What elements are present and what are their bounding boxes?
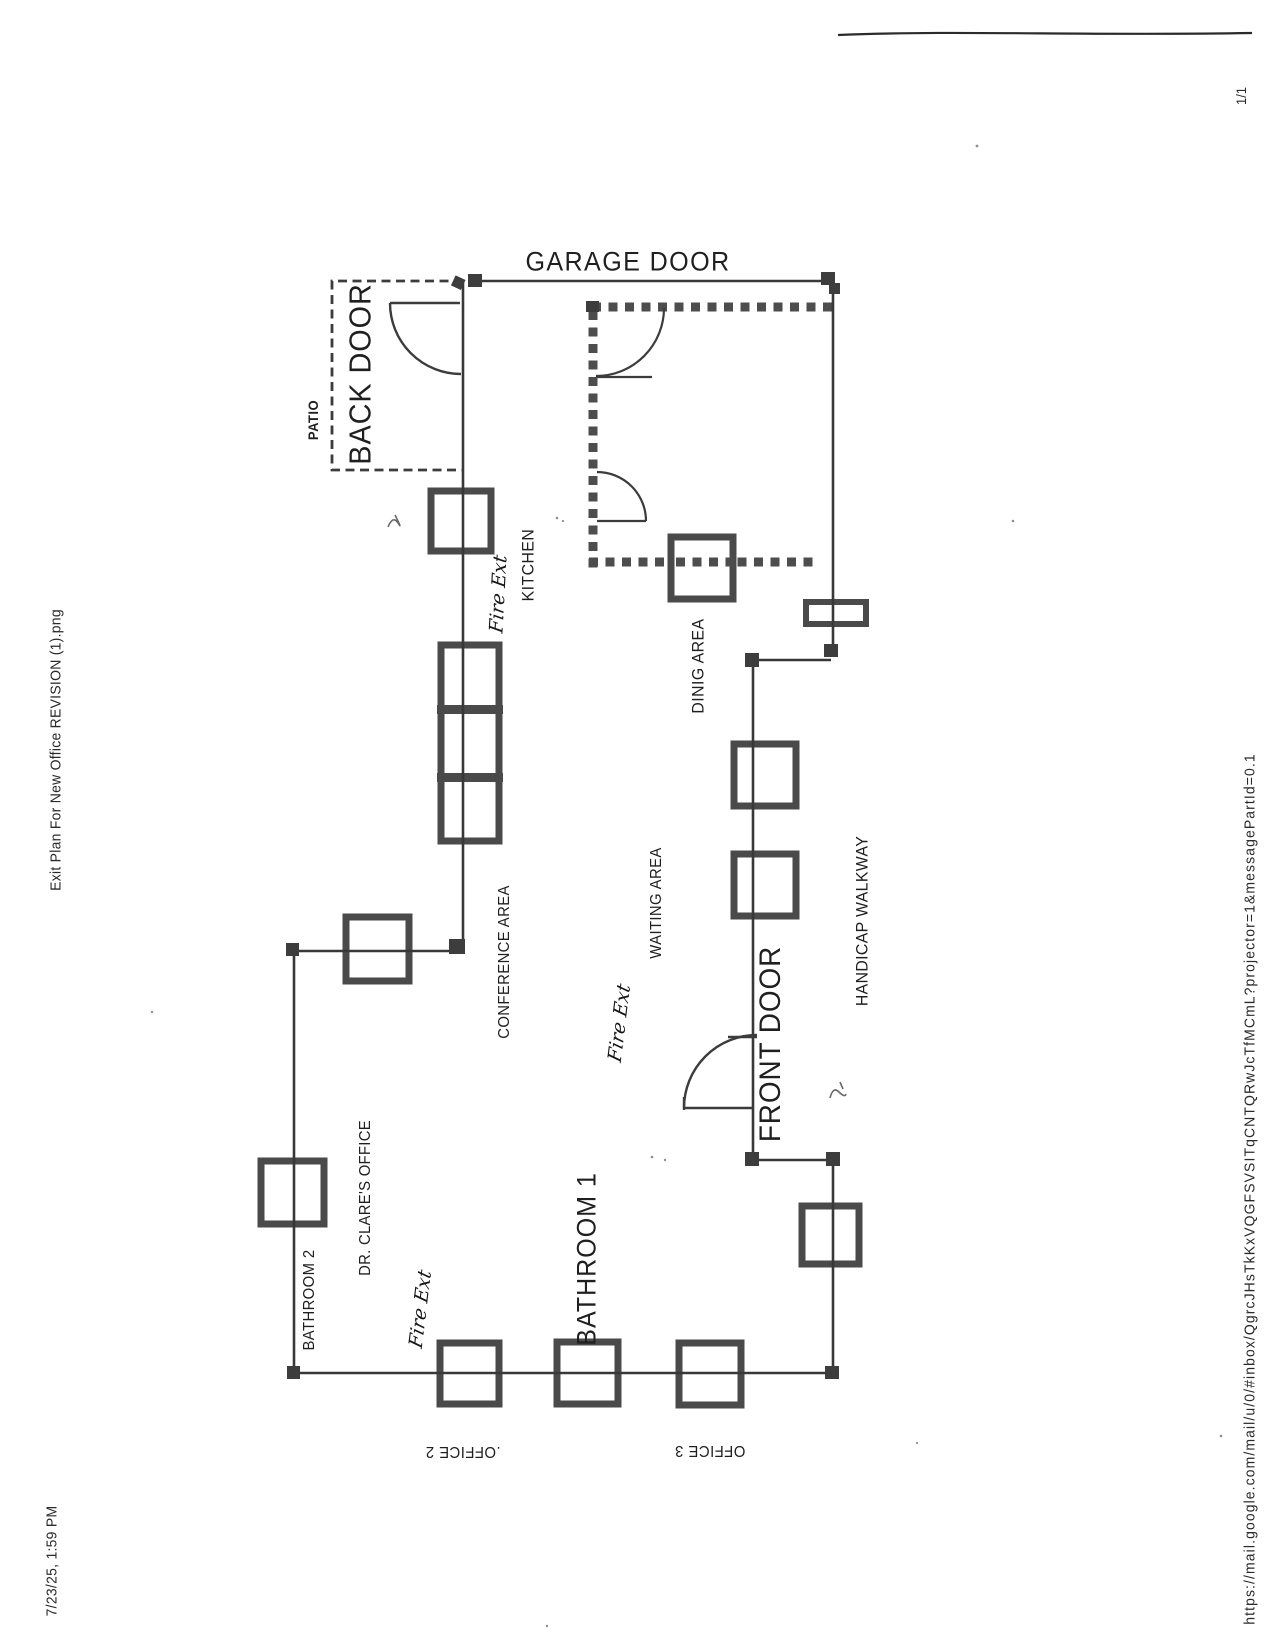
label-waiting-area: WAITING AREA [648, 847, 665, 959]
label-kitchen: KITCHEN [518, 528, 538, 602]
print-header-filename: Exit Plan For New Office REVISION (1).pn… [47, 609, 65, 891]
label-patio: PATIO [305, 399, 321, 441]
patio-dashed-wall [330, 279, 463, 472]
dining-pass-box [667, 533, 737, 603]
label-office-3: OFFICE 3 [674, 1442, 746, 1459]
label-office-2: .OFFICE 2 [425, 1443, 501, 1460]
label-dr-clares-office: DR. CLARE'S OFFICE [357, 1120, 374, 1276]
conference-door-box [342, 913, 413, 985]
scan-artifact-line [837, 31, 1253, 37]
label-conference-area: CONFERENCE AREA [496, 885, 513, 1039]
label-bathroom-1: BATHROOM 1 [571, 1172, 602, 1346]
label-garage-door: GARAGE DOOR [525, 246, 731, 277]
conference-table-dividers [437, 705, 503, 782]
label-back-door: BACK DOOR [342, 283, 378, 465]
label-front-door: FRONT DOOR [754, 945, 787, 1143]
bathroom2-door-box [257, 1157, 328, 1228]
scan-squiggles [387, 514, 847, 1099]
waiting-box-2 [730, 850, 800, 920]
walls [292, 279, 835, 1375]
label-bathroom-2: BATHROOM 2 [301, 1249, 318, 1351]
waiting-box-1 [730, 740, 800, 810]
kitchen-door-box [427, 487, 495, 555]
interior-door-swings [595, 307, 666, 523]
label-dining-area: DINIG AREA [688, 618, 708, 714]
conference-table [437, 641, 503, 845]
print-header-page-number: 1/1 [1233, 86, 1249, 106]
back-door-swing [388, 301, 462, 376]
front-door-swing [682, 1033, 758, 1110]
fire-ext-note-kitchen: Fire Ext [485, 553, 512, 635]
scan-speckles [150, 144, 1223, 1628]
right-door-box [798, 1202, 863, 1268]
wall-node-markers [286, 272, 840, 1379]
print-header-datetime: 7/23/25, 1:59 PM [43, 1505, 61, 1617]
right-wall-window-box [803, 599, 869, 627]
print-footer-url: https://mail.google.com/mail/u/0/#inbox/… [1241, 753, 1259, 1625]
dotted-room-walls [588, 302, 833, 570]
label-handicap-walkway: HANDICAP WALKWAY [852, 835, 872, 1007]
